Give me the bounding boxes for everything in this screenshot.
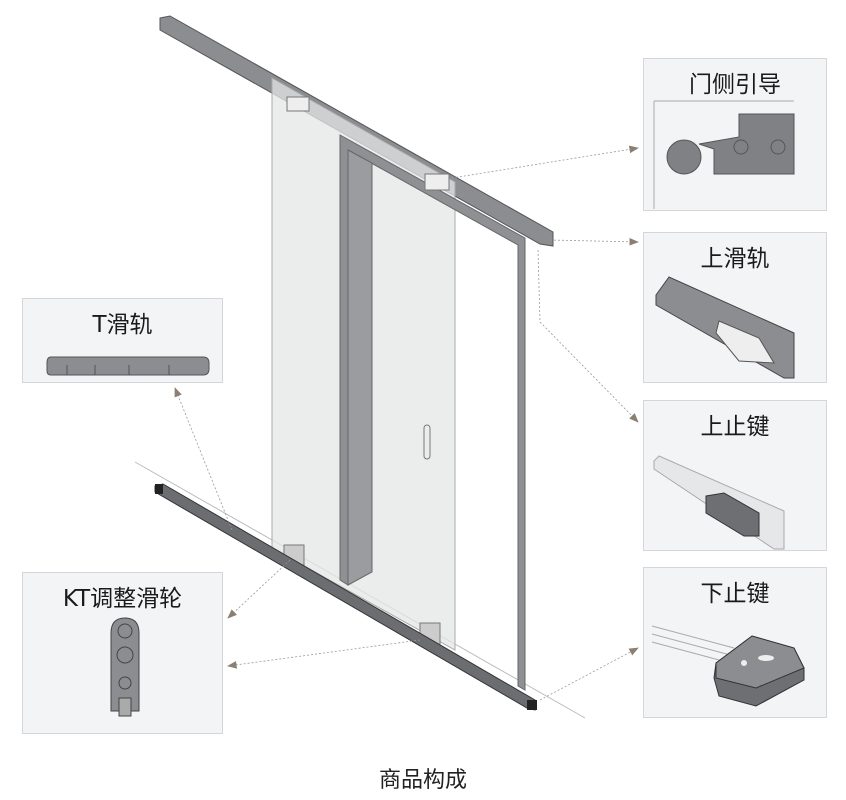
diagram-caption: 商品构成 xyxy=(378,768,467,793)
part-label: 门侧引导 xyxy=(689,72,781,98)
t-rail-icon xyxy=(46,356,210,376)
top-rail-icon xyxy=(655,276,795,379)
part-label: KT调整滑轮 xyxy=(62,586,183,612)
part-label: T滑轨 xyxy=(92,312,153,338)
top-stopper-icon xyxy=(653,455,785,550)
part-box-t-rail: T滑轨 xyxy=(22,298,223,383)
kt-roller-icon xyxy=(110,617,140,717)
part-box-kt-roller: KT调整滑轮 xyxy=(22,572,223,734)
door-guide-icon xyxy=(653,100,795,209)
part-box-top-rail: 上滑轨 xyxy=(643,232,827,383)
part-label: 上止键 xyxy=(700,414,770,440)
part-label: 上滑轨 xyxy=(700,246,770,272)
part-box-door-guide: 门侧引导 xyxy=(643,58,827,211)
part-box-bottom-stopper: 下止键 xyxy=(643,567,827,718)
part-label: 下止键 xyxy=(700,581,770,607)
bottom-stopper-icon xyxy=(651,625,805,707)
part-box-top-stopper: 上止键 xyxy=(643,400,827,551)
